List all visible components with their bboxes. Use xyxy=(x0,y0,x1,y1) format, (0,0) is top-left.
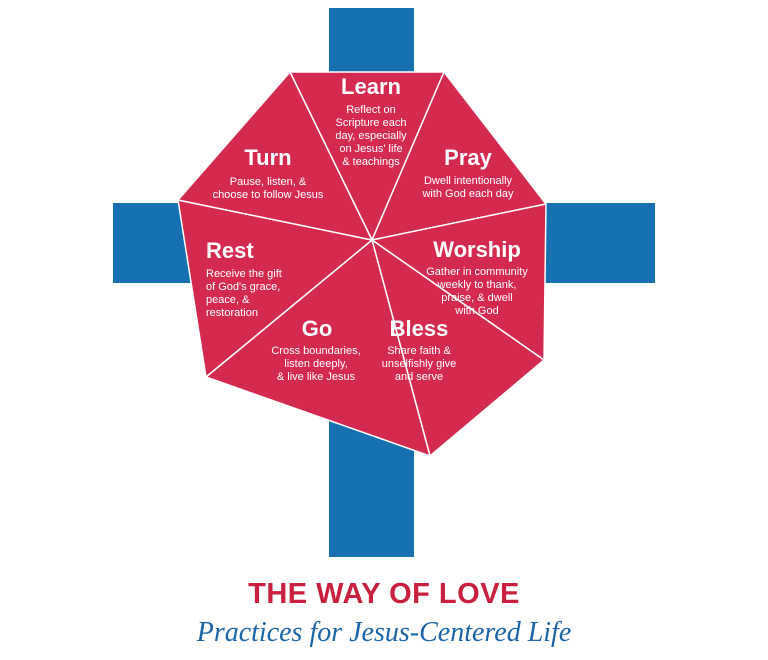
segment-pray-label: Pray Dwell intentionally with God each d… xyxy=(421,145,514,200)
rest-line-3: peace, & xyxy=(206,294,250,306)
bless-line-3: and serve xyxy=(395,371,443,383)
rest-line-4: restoration xyxy=(206,307,258,319)
learn-line-5: & teachings xyxy=(342,156,400,168)
worship-line-1: Gather in community xyxy=(426,266,528,278)
turn-line-1: Pause, listen, & xyxy=(230,176,307,188)
learn-line-4: on Jesus' life xyxy=(339,143,402,155)
segment-rest-label: Rest Receive the gift of God's grace, pe… xyxy=(206,238,282,319)
go-line-3: & live like Jesus xyxy=(277,371,356,383)
segment-bless-label: Bless Share faith & unselfishly give and… xyxy=(382,316,457,383)
segment-worship-label: Worship Gather in community weekly to th… xyxy=(426,237,528,317)
go-line-2: listen deeply, xyxy=(284,358,347,370)
pray-line-2: with God each day xyxy=(421,188,514,200)
bless-line-1: Share faith & xyxy=(387,345,451,357)
pray-line-1: Dwell intentionally xyxy=(424,175,513,187)
main-title: THE WAY OF LOVE xyxy=(248,578,520,610)
learn-title: Learn xyxy=(341,74,401,99)
practice-wheel xyxy=(177,71,547,457)
worship-title: Worship xyxy=(433,237,521,262)
go-title: Go xyxy=(302,316,333,341)
rest-line-1: Receive the gift xyxy=(206,268,282,280)
rest-title: Rest xyxy=(206,238,254,263)
turn-line-2: choose to follow Jesus xyxy=(213,189,324,201)
worship-line-3: praise, & dwell xyxy=(441,292,513,304)
bless-line-2: unselfishly give xyxy=(382,358,457,370)
segment-turn xyxy=(177,71,373,241)
segment-go-label: Go Cross boundaries, listen deeply, & li… xyxy=(271,316,360,383)
learn-line-2: Scripture each xyxy=(336,117,407,129)
pray-title: Pray xyxy=(444,145,492,170)
rest-line-2: of God's grace, xyxy=(206,281,280,293)
subtitle: Practices for Jesus-Centered Life xyxy=(196,617,572,648)
go-line-1: Cross boundaries, xyxy=(271,345,360,357)
segment-turn-label: Turn Pause, listen, & choose to follow J… xyxy=(213,145,324,201)
learn-line-1: Reflect on xyxy=(346,104,396,116)
turn-title: Turn xyxy=(244,145,291,170)
worship-line-2: weekly to thank, xyxy=(437,279,517,291)
segment-learn-label: Learn Reflect on Scripture each day, esp… xyxy=(335,74,407,168)
worship-line-4: with God xyxy=(454,305,498,317)
bless-title: Bless xyxy=(390,316,449,341)
learn-line-3: day, especially xyxy=(335,130,407,142)
